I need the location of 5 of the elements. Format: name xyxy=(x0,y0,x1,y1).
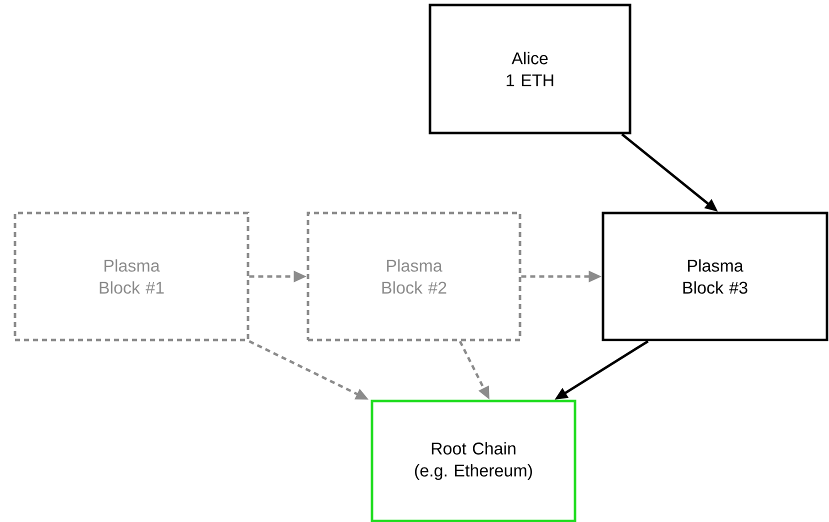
block-box: Plasma Block #3 xyxy=(602,212,828,342)
chain-box: Root Chain (e.g. Ethereum) xyxy=(370,400,576,522)
dashed-block-box: Plasma Block #1 xyxy=(14,212,250,342)
block-box: Alice 1 ETH xyxy=(428,4,632,134)
dashed-block-box: Plasma Block #2 xyxy=(306,212,522,342)
